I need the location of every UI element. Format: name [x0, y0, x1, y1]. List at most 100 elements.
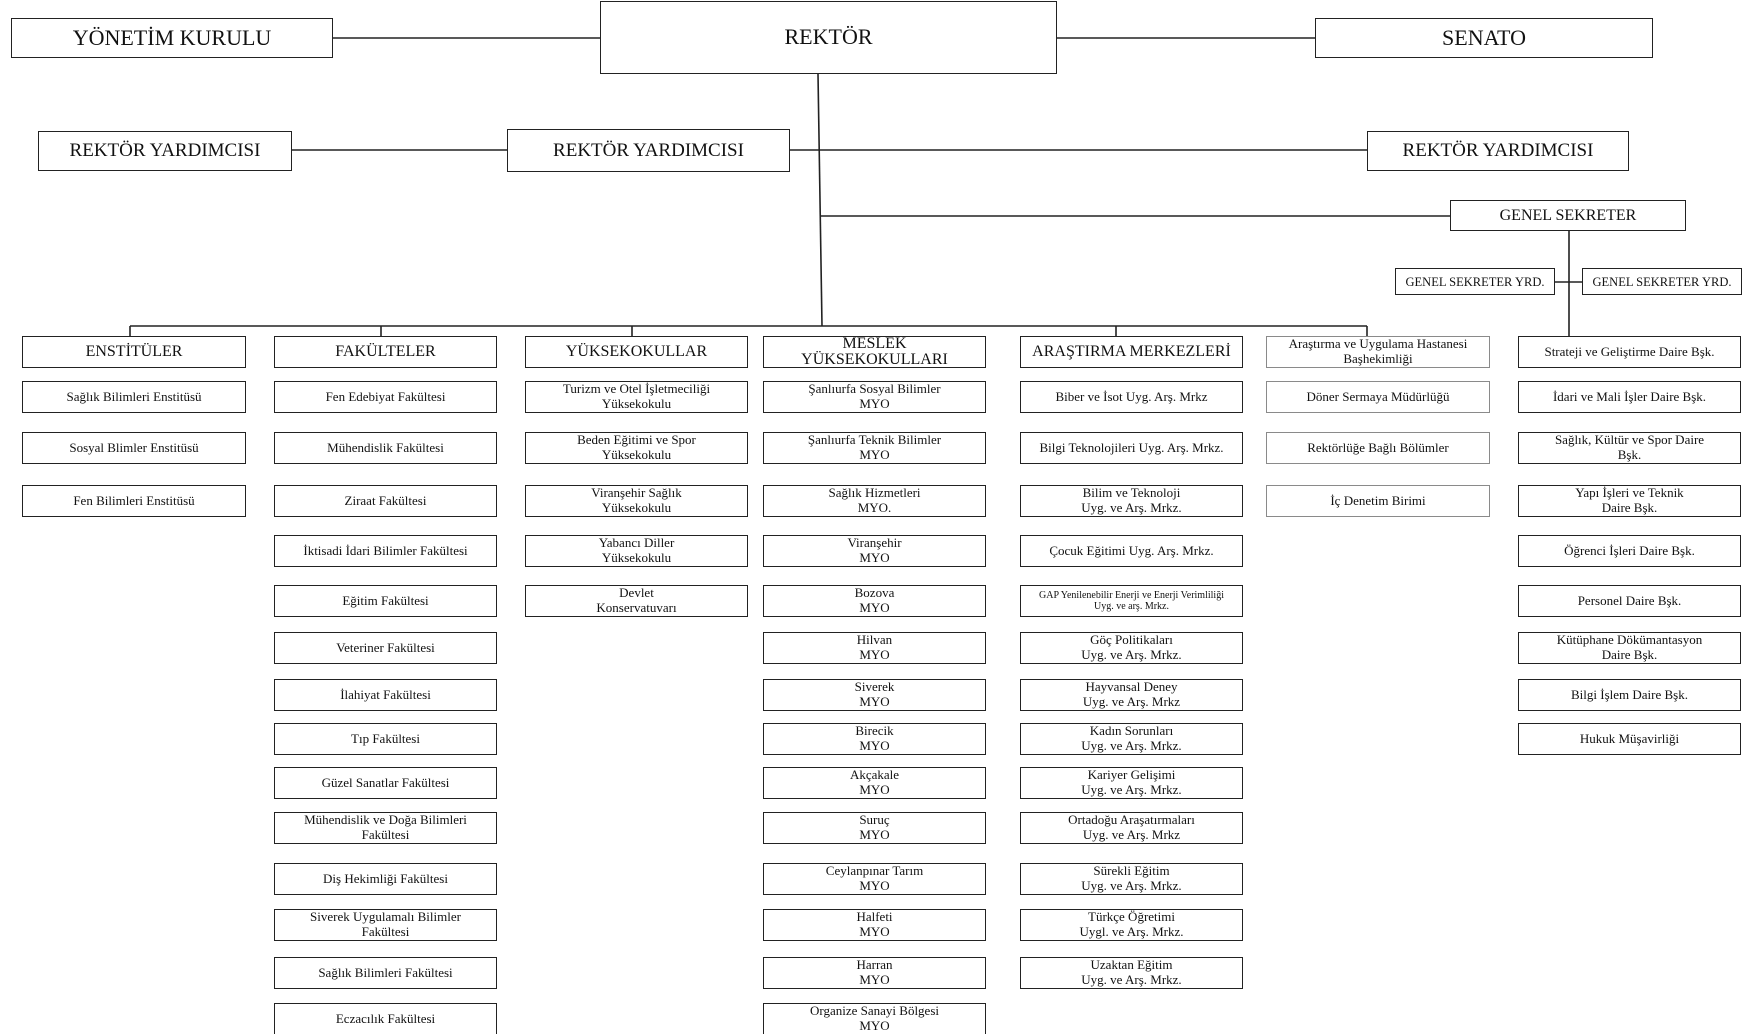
schools-header: YÜKSEKOKULLAR	[565, 343, 708, 361]
vocational-school-box: Akçakale MYO	[763, 767, 986, 799]
general-secretary-box: GENEL SEKRETER	[1450, 200, 1686, 231]
vocational-school-label: Sağlık Hizmetleri MYO.	[828, 485, 921, 515]
institute-box: Sosyal Blimler Enstitüsü	[22, 432, 246, 464]
school-label: Turizm ve Otel İşletmeciliği Yüksekokulu	[562, 381, 711, 411]
research-center-label: Hayvansal Deney Uyg. ve Arş. Mrkz	[1082, 679, 1181, 709]
vocational-school-label: Siverek MYO	[854, 679, 895, 709]
department-box: Strateji ve Geliştirme Daire Bşk.	[1518, 336, 1741, 368]
vocational-school-box: Halfeti MYO	[763, 909, 986, 941]
research-center-label: Biber ve İsot Uyg. Arş. Mrkz	[1055, 388, 1208, 404]
faculty-box: Ziraat Fakültesi	[274, 485, 497, 517]
faculties-header-box: FAKÜLTELER	[274, 336, 497, 368]
vocational-school-label: Organize Sanayi Bölgesi MYO	[809, 1003, 939, 1033]
general-secretary-deputy-label: GENEL SEKRETER YRD.	[1405, 274, 1545, 289]
faculty-box: Eczacılık Fakültesi	[274, 1003, 497, 1034]
vocational-school-box: Şanlıurfa Sosyal Bilimler MYO	[763, 381, 986, 413]
faculty-label: Güzel Sanatlar Fakültesi	[321, 774, 450, 790]
research-center-box: Kadın Sorunları Uyg. ve Arş. Mrkz.	[1020, 723, 1243, 755]
vocational-school-label: Şanlıurfa Sosyal Bilimler MYO	[808, 381, 941, 411]
department-label: Hukuk Müşavirliği	[1579, 730, 1680, 746]
vocational-school-label: Şanlıurfa Teknik Bilimler MYO	[807, 432, 942, 462]
research-header: ARAŞTIRMA MERKEZLERİ	[1032, 343, 1231, 361]
school-box: Viranşehir Sağlık Yüksekokulu	[525, 485, 748, 517]
vocational-school-box: Birecik MYO	[763, 723, 986, 755]
faculty-box: Mühendislik Fakültesi	[274, 432, 497, 464]
research-center-label: Bilgi Teknolojileri Uyg. Arş. Mrkz.	[1039, 439, 1224, 455]
institute-label: Sosyal Blimler Enstitüsü	[69, 439, 199, 455]
faculty-label: Diş Hekimliği Fakültesi	[323, 870, 448, 886]
institute-label: Sağlık Bilimleri Enstitüsü	[66, 388, 202, 404]
vocational-school-label: Suruç MYO	[859, 812, 890, 842]
school-box: Beden Eğitimi ve Spor Yüksekokulu	[525, 432, 748, 464]
schools-header-box: YÜKSEKOKULLAR	[525, 336, 748, 368]
department-box: Öğrenci İşleri Daire Bşk.	[1518, 535, 1741, 567]
vocational-header-box: MESLEK YÜKSEKOKULLARI	[763, 336, 986, 368]
research-center-label: Uzaktan Eğitim Uyg. ve Arş. Mrkz.	[1081, 957, 1182, 987]
research-center-label: Ortadoğu Araşatırmaları Uyg. ve Arş. Mrk…	[1068, 812, 1195, 842]
general-secretary-deputy-box-2: GENEL SEKRETER YRD.	[1582, 268, 1742, 295]
faculty-box: Sağlık Bilimleri Fakültesi	[274, 957, 497, 989]
research-center-box: Bilim ve Teknoloji Uyg. ve Arş. Mrkz.	[1020, 485, 1243, 517]
vocational-school-box: Ceylanpınar Tarım MYO	[763, 863, 986, 895]
department-label: Personel Daire Bşk.	[1577, 592, 1682, 608]
research-header-box: ARAŞTIRMA MERKEZLERİ	[1020, 336, 1243, 368]
faculty-box: Diş Hekimliği Fakültesi	[274, 863, 497, 895]
faculty-label: Sağlık Bilimleri Fakültesi	[318, 964, 453, 980]
vocational-school-label: Halfeti MYO	[856, 909, 893, 939]
faculty-label: Eczacılık Fakültesi	[335, 1010, 436, 1026]
department-label: Strateji ve Geliştirme Daire Bşk.	[1544, 343, 1715, 359]
school-box: Turizm ve Otel İşletmeciliği Yüksekokulu	[525, 381, 748, 413]
faculty-label: Veteriner Fakültesi	[336, 639, 435, 655]
research-center-box: Ortadoğu Araşatırmaları Uyg. ve Arş. Mrk…	[1020, 812, 1243, 844]
senate-label: SENATO	[1442, 24, 1526, 50]
research-center-box: Türkçe Öğretimi Uygl. ve Arş. Mrkz.	[1020, 909, 1243, 941]
school-box: Yabancı Diller Yüksekokulu	[525, 535, 748, 567]
department-label: İdari ve Mali İşler Daire Bşk.	[1552, 388, 1707, 404]
vocational-school-label: Hilvan MYO	[856, 632, 893, 662]
department-box: Personel Daire Bşk.	[1518, 585, 1741, 617]
faculty-label: Mühendislik Fakültesi	[327, 439, 444, 455]
vocational-school-box: Sağlık Hizmetleri MYO.	[763, 485, 986, 517]
vice-rector-label: REKTÖR YARDIMCISI	[553, 139, 744, 161]
hospital-unit-box: Döner Sermaya Müdürlüğü	[1266, 381, 1490, 413]
research-center-box: Uzaktan Eğitim Uyg. ve Arş. Mrkz.	[1020, 957, 1243, 989]
faculty-box: İlahiyat Fakültesi	[274, 679, 497, 711]
department-label: Kütüphane Dökümantasyon Daire Bşk.	[1556, 632, 1703, 662]
research-center-label: Sürekli Eğitim Uyg. ve Arş. Mrkz.	[1081, 863, 1182, 893]
general-secretary-deputy-label: GENEL SEKRETER YRD.	[1592, 274, 1732, 289]
school-label: Devlet Konservatuvarı	[596, 585, 677, 615]
research-center-label: Kadın Sorunları Uyg. ve Arş. Mrkz.	[1081, 723, 1182, 753]
school-box: Devlet Konservatuvarı	[525, 585, 748, 617]
vice-rector-box-1: REKTÖR YARDIMCISI	[38, 131, 292, 171]
rector-label: REKTÖR	[784, 24, 873, 50]
research-center-box: Kariyer Gelişimi Uyg. ve Arş. Mrkz.	[1020, 767, 1243, 799]
faculty-box: Siverek Uygulamalı Bilimler Fakültesi	[274, 909, 497, 941]
faculty-label: İlahiyat Fakültesi	[340, 686, 431, 702]
research-center-box: Hayvansal Deney Uyg. ve Arş. Mrkz	[1020, 679, 1243, 711]
research-center-label: Kariyer Gelişimi Uyg. ve Arş. Mrkz.	[1081, 767, 1182, 797]
faculty-label: Eğitim Fakültesi	[342, 592, 429, 608]
faculty-label: Fen Edebiyat Fakültesi	[325, 388, 446, 404]
vice-rector-label: REKTÖR YARDIMCISI	[69, 140, 261, 162]
research-center-box: Çocuk Eğitimi Uyg. Arş. Mrkz.	[1020, 535, 1243, 567]
hospital-header: Araştırma ve Uygulama Hastanesi Başhekim…	[1288, 336, 1468, 366]
research-center-box: Bilgi Teknolojileri Uyg. Arş. Mrkz.	[1020, 432, 1243, 464]
school-label: Viranşehir Sağlık Yüksekokulu	[591, 485, 682, 515]
vocational-school-label: Birecik MYO	[855, 723, 894, 753]
faculty-label: İktisadi İdari Bilimler Fakültesi	[303, 542, 468, 558]
faculty-box: Tıp Fakültesi	[274, 723, 497, 755]
vice-rector-box-2: REKTÖR YARDIMCISI	[507, 129, 790, 172]
research-center-box: Biber ve İsot Uyg. Arş. Mrkz	[1020, 381, 1243, 413]
research-center-label: Bilim ve Teknoloji Uyg. ve Arş. Mrkz.	[1081, 485, 1182, 515]
hospital-unit-label: İç Denetim Birimi	[1330, 492, 1426, 508]
board-label: YÖNETİM KURULU	[72, 24, 272, 50]
institute-label: Fen Bilimleri Enstitüsü	[73, 492, 195, 508]
senate-box: SENATO	[1315, 18, 1653, 58]
faculty-label: Siverek Uygulamalı Bilimler Fakültesi	[310, 909, 461, 939]
department-label: Yapı İşleri ve Teknik Daire Bşk.	[1575, 485, 1684, 515]
vocational-school-label: Bozova MYO	[854, 585, 895, 615]
faculty-box: Eğitim Fakültesi	[274, 585, 497, 617]
research-center-box: GAP Yenilenebilir Enerji ve Enerji Verim…	[1020, 585, 1243, 617]
vice-rector-box-3: REKTÖR YARDIMCISI	[1367, 131, 1629, 171]
